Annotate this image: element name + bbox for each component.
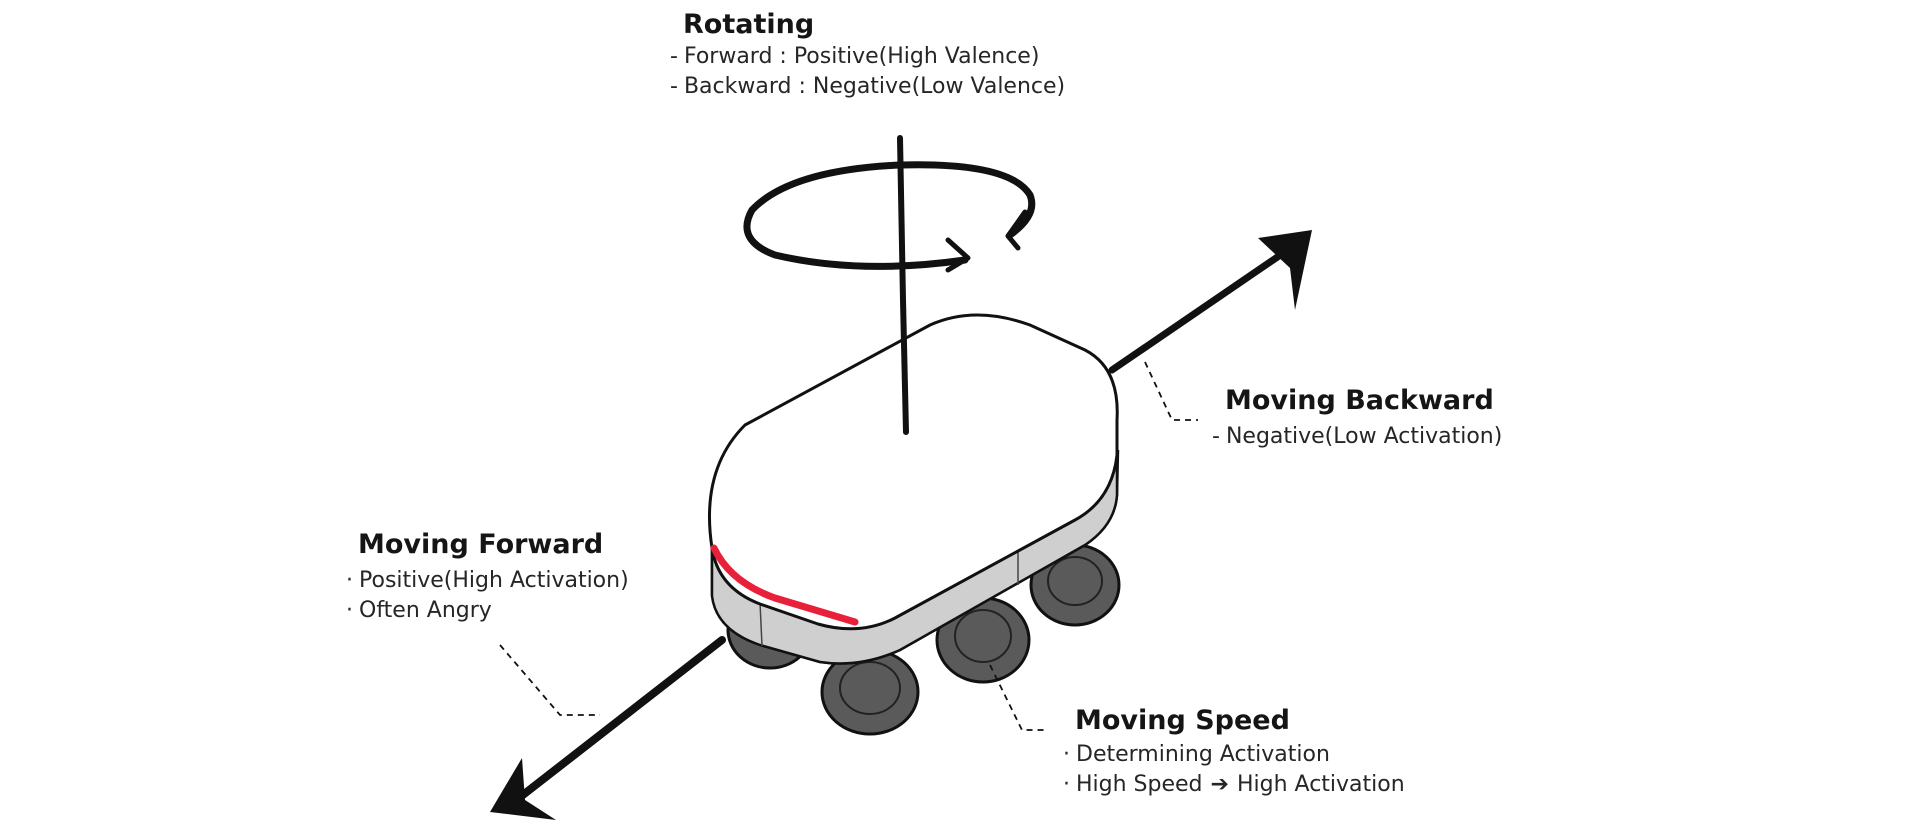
rotating-line-1: -Forward : Positive(High Valence) — [670, 42, 1065, 72]
moving-speed-line-2: ·High Speed ➔ High Activation — [1063, 770, 1405, 800]
moving-forward-label-block: Moving Forward ·Positive(High Activation… — [346, 528, 629, 626]
leader-backward — [1144, 361, 1198, 421]
moving-backward-text: Negative(Low Activation) — [1225, 424, 1503, 449]
rotating-forward-text: Forward : Positive(High Valence) — [683, 44, 1040, 69]
robot-top-shell — [708, 313, 1119, 631]
moving-forward-title: Moving Forward — [358, 529, 604, 560]
rotating-line-2: -Backward : Negative(Low Valence) — [670, 72, 1065, 102]
bullet: - — [670, 44, 678, 69]
bullet: · — [1063, 772, 1070, 797]
moving-forward-line-2: ·Often Angry — [346, 596, 629, 626]
red-light-strip — [710, 544, 859, 626]
leader-speed — [989, 664, 1048, 731]
rotating-title: Rotating — [683, 9, 815, 40]
moving-forward-arrow — [490, 636, 726, 820]
moving-backward-title: Moving Backward — [1225, 385, 1494, 416]
rotation-arrow — [743, 161, 1036, 273]
moving-backward-line-1: -Negative(Low Activation) — [1212, 422, 1502, 452]
leader-forward — [499, 644, 600, 716]
moving-speed-title: Moving Speed — [1075, 705, 1290, 736]
moving-backward-arrow — [1108, 230, 1312, 374]
rotating-label-block: Rotating -Forward : Positive(High Valenc… — [670, 8, 1065, 102]
moving-backward-label-block: Moving Backward -Negative(Low Activation… — [1212, 384, 1502, 452]
bullet: - — [1212, 424, 1220, 449]
rotating-backward-text: Backward : Negative(Low Valence) — [683, 74, 1066, 99]
robot-wheels — [726, 543, 1121, 736]
rotation-axis — [897, 135, 909, 435]
bullet: · — [1063, 742, 1070, 767]
right-arrow-icon: ➔ — [1210, 772, 1229, 797]
high-speed-text: High Speed — [1076, 772, 1203, 797]
bullet: · — [346, 598, 353, 623]
bullet: - — [670, 74, 678, 99]
moving-forward-positive-text: Positive(High Activation) — [359, 568, 629, 593]
moving-forward-angry-text: Often Angry — [359, 598, 492, 623]
moving-forward-line-1: ·Positive(High Activation) — [346, 566, 629, 596]
moving-speed-line-1: ·Determining Activation — [1063, 740, 1405, 770]
moving-speed-determining-text: Determining Activation — [1076, 742, 1330, 767]
moving-speed-label-block: Moving Speed ·Determining Activation ·Hi… — [1063, 704, 1405, 800]
high-activation-text: High Activation — [1236, 772, 1405, 797]
leader-lines — [499, 361, 1198, 731]
bullet: · — [346, 568, 353, 593]
